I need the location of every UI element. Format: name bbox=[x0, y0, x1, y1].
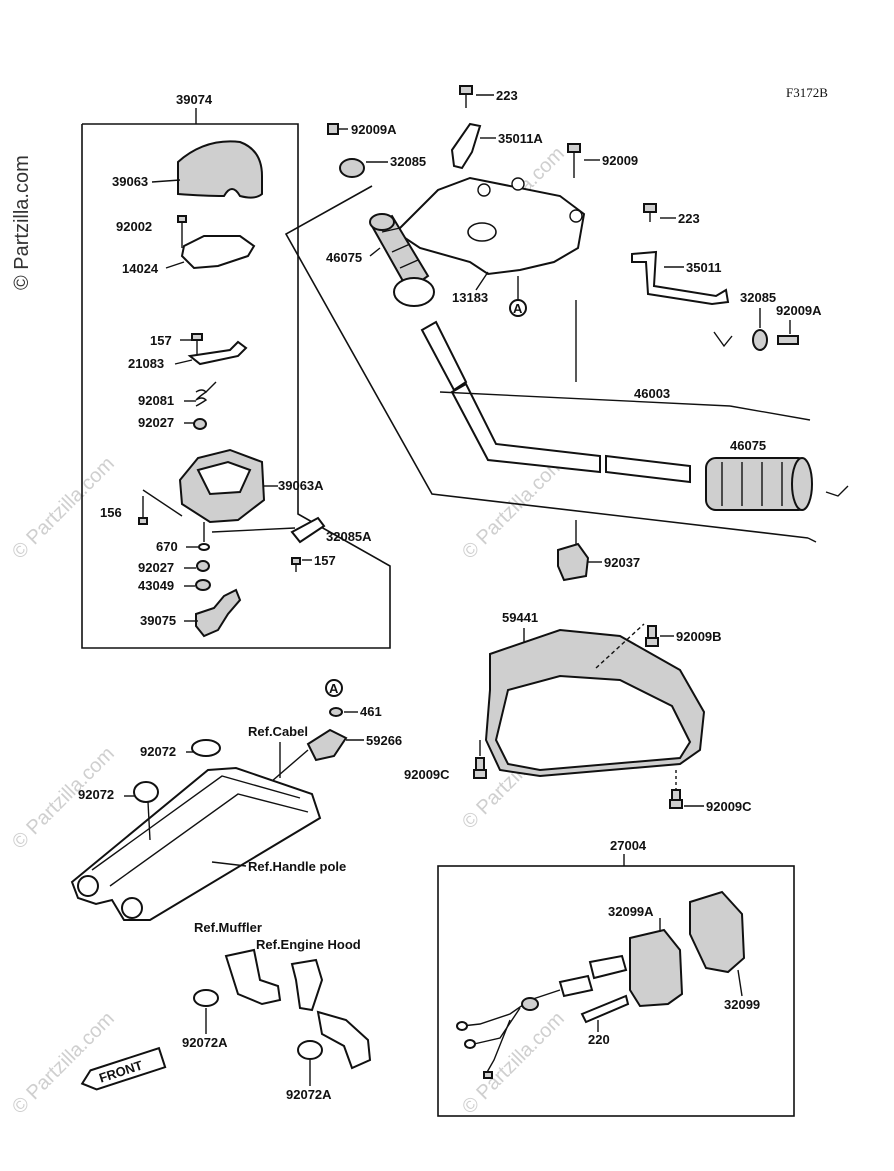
callout-92009A-top: 92009A bbox=[351, 122, 397, 137]
callout-27004: 27004 bbox=[610, 838, 647, 853]
clamp-92072-part bbox=[133, 781, 159, 803]
switch-32099-part bbox=[689, 890, 746, 974]
callout-461: 461 bbox=[360, 704, 382, 719]
callout-35011: 35011 bbox=[686, 260, 721, 275]
callout-39063: 39063 bbox=[112, 174, 148, 189]
callout-59266: 59266 bbox=[366, 733, 402, 748]
clamp-92072A-part bbox=[193, 989, 219, 1007]
callout-39075: 39075 bbox=[140, 613, 176, 628]
callout-92009: 92009 bbox=[602, 153, 638, 168]
callout-46003: 46003 bbox=[634, 386, 670, 401]
assembly-27004-box bbox=[437, 865, 795, 1117]
clamp-92037-part bbox=[557, 542, 590, 582]
callout-46075-left: 46075 bbox=[326, 250, 362, 265]
callout-670: 670 bbox=[156, 539, 178, 554]
clamp-92072A-part bbox=[297, 1040, 323, 1060]
callout-92027-top: 92027 bbox=[138, 415, 174, 430]
callout-43049: 43049 bbox=[138, 578, 174, 593]
callout-32085A: 32085A bbox=[326, 529, 372, 544]
callout-35011A: 35011A bbox=[498, 131, 543, 146]
callout-21083: 21083 bbox=[128, 356, 164, 371]
callout-92009B: 92009B bbox=[676, 629, 722, 644]
callout-92009C-right: 92009C bbox=[706, 799, 752, 814]
callout-ref-cabel: Ref.Cabel bbox=[248, 724, 308, 739]
assembly-box bbox=[81, 123, 391, 649]
bracket-32085A-part bbox=[290, 516, 326, 544]
top-cover-part bbox=[177, 140, 263, 199]
handlebar-tube-part bbox=[450, 382, 601, 474]
handle-pole-group: A 461 59266 Ref.Cabel Ref.Handle pole 92… bbox=[70, 679, 402, 1102]
bracket-35011-part bbox=[631, 250, 730, 306]
ref-A-lower: A bbox=[329, 681, 339, 696]
callout-92072A-left: 92072A bbox=[182, 1035, 228, 1050]
callout-156: 156 bbox=[100, 505, 122, 520]
callout-32085-right: 32085 bbox=[740, 290, 776, 305]
clamp-92072-part bbox=[191, 739, 221, 757]
handlebar-tube-part bbox=[605, 454, 691, 484]
callout-92072-left: 92072 bbox=[78, 787, 114, 802]
front-arrow-icon: FRONT bbox=[80, 1046, 167, 1091]
figure-code: F3172B bbox=[786, 85, 828, 100]
callout-39074: 39074 bbox=[176, 92, 213, 107]
handlebar-group: 223 92009A 35011A 32085 92009 13183 A bbox=[284, 85, 849, 582]
assembly-27004: 27004 32099 32099A 220 bbox=[437, 838, 795, 1117]
handlebar-box bbox=[284, 185, 809, 539]
callout-ref-handle-pole: Ref.Handle pole bbox=[248, 859, 346, 874]
hood-hose-part bbox=[316, 1010, 372, 1070]
callout-92009C-left: 92009C bbox=[404, 767, 450, 782]
callout-157-top: 157 bbox=[150, 333, 172, 348]
ref-A-top: A bbox=[513, 301, 523, 316]
callout-46075-right: 46075 bbox=[730, 438, 766, 453]
engine-hood-bracket-part bbox=[290, 958, 324, 1012]
callout-223-right: 223 bbox=[678, 211, 700, 226]
handle-pole-part bbox=[70, 766, 322, 921]
callout-92072A-right: 92072A bbox=[286, 1087, 332, 1102]
cover-59441-group: 59441 92009B 92009C 92009C bbox=[404, 610, 752, 814]
callout-39063A: 39063A bbox=[278, 478, 324, 493]
grip-46075-left-part bbox=[369, 213, 435, 307]
callout-32085-top: 32085 bbox=[390, 154, 426, 169]
watermark-side: © Partzilla.com bbox=[11, 155, 33, 290]
wire-harness-part bbox=[588, 954, 628, 980]
switch-32099A-part bbox=[629, 928, 684, 1008]
screw-220-part bbox=[580, 994, 630, 1024]
callout-ref-muffler: Ref.Muffler bbox=[194, 920, 262, 935]
callout-157-bottom: 157 bbox=[314, 553, 336, 568]
grip-46075-right-part bbox=[705, 457, 813, 511]
callout-32099: 32099 bbox=[724, 997, 760, 1012]
callout-ref-engine-hood: Ref.Engine Hood bbox=[256, 937, 361, 952]
plate-21083-part bbox=[187, 340, 248, 366]
assembly-39074: 39074 39063 92002 14024 157 21083 92081 … bbox=[81, 92, 391, 649]
muffler-hose-part bbox=[224, 948, 282, 1006]
bracket-35011A-part bbox=[450, 122, 482, 170]
callout-32099A: 32099A bbox=[608, 904, 654, 919]
callout-13183: 13183 bbox=[452, 290, 488, 305]
ref-circle-A-lower bbox=[325, 679, 343, 697]
callout-92081: 92081 bbox=[138, 393, 174, 408]
callout-92002: 92002 bbox=[116, 219, 152, 234]
handlebar-tube-part bbox=[420, 320, 468, 392]
washer-32085-part bbox=[339, 158, 365, 178]
watermark: © Partzilla.com bbox=[8, 1008, 119, 1119]
callout-223-top: 223 bbox=[496, 88, 518, 103]
callout-92009A-right: 92009A bbox=[776, 303, 822, 318]
callout-92072-top: 92072 bbox=[140, 744, 176, 759]
callout-92037: 92037 bbox=[604, 555, 640, 570]
gasket-part bbox=[180, 235, 256, 270]
adjuster-59266-part bbox=[306, 728, 348, 762]
callout-220: 220 bbox=[588, 1032, 610, 1047]
callout-14024: 14024 bbox=[122, 261, 159, 276]
callout-59441: 59441 bbox=[502, 610, 538, 625]
lever-39075-part bbox=[195, 588, 242, 638]
callout-92027-bottom: 92027 bbox=[138, 560, 174, 575]
